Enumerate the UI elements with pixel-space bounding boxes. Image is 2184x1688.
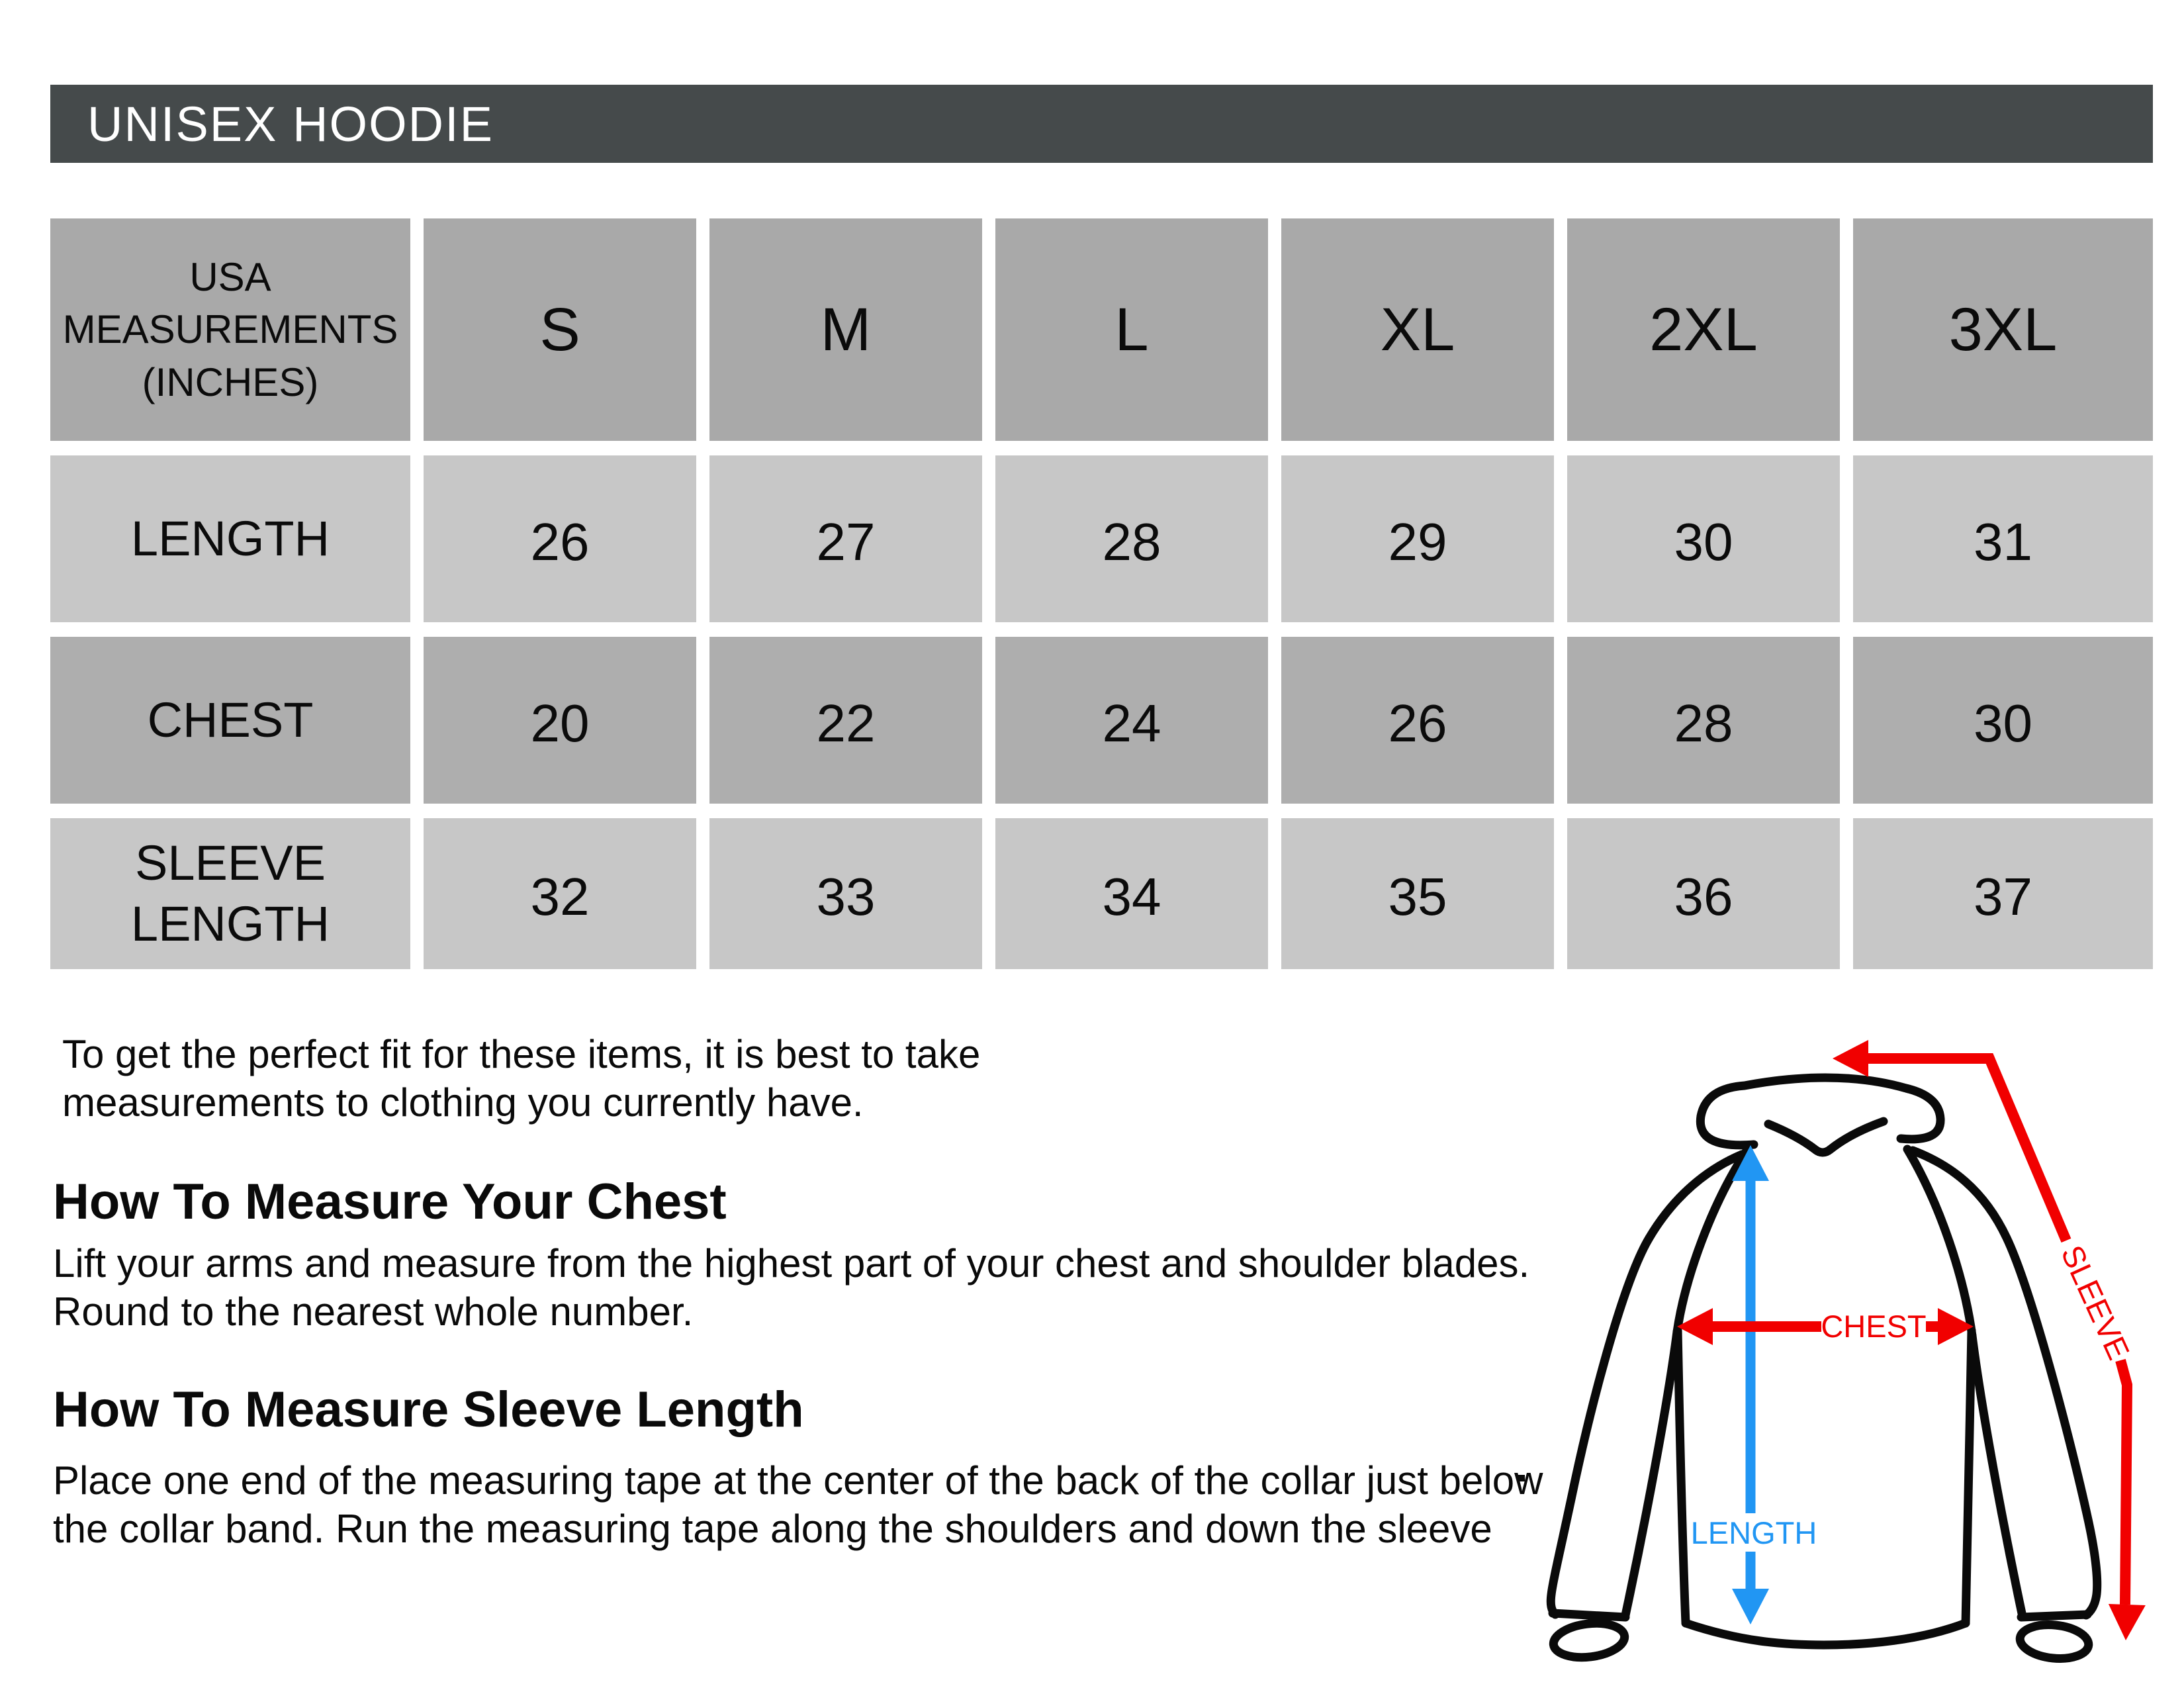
size-column-header-s: S [424,218,696,441]
sleeve-section-heading: How To Measure Sleeve Length [53,1382,804,1438]
sleeve-arrowhead-left-icon [1833,1040,1868,1077]
table-value-cell: 36 [1567,818,1840,969]
size-column-header-xl: XL [1281,218,1554,441]
table-value-cell: 20 [424,637,696,804]
table-corner-line: USA [189,255,271,300]
chest-label: CHEST [1821,1309,1926,1344]
sleeve-label: SLEEVE [2054,1240,2136,1364]
table-value-cell: 29 [1281,455,1554,622]
length-arrow: LENGTH [1689,1145,1819,1624]
sleeve-arrowhead-down-icon [2108,1604,2146,1640]
table-value-cell: 24 [995,637,1268,804]
hoodie-outline [1546,1073,2102,1663]
length-label: LENGTH [1691,1515,1817,1550]
table-value-cell: 35 [1281,818,1554,969]
page-title: UNISEX HOODIE [87,96,494,152]
chest-text-line1: Lift your arms and measure from the high… [53,1241,1530,1286]
table-value-cell: 33 [709,818,982,969]
size-column-header-2xl: 2XL [1567,218,1840,441]
table-corner-line: MEASUREMENTS [62,307,398,352]
chest-arrowhead-right-icon [1938,1308,1974,1345]
table-value-cell: 34 [995,818,1268,969]
row-label-chest: CHEST [50,637,410,804]
title-bar: UNISEX HOODIE [50,85,2153,163]
table-value-cell: 31 [1853,455,2153,622]
intro-note-line2: measurements to clothing you currently h… [62,1080,864,1125]
chest-arrow: CHEST [1677,1308,1974,1345]
table-corner-line: (INCHES) [142,359,319,404]
size-column-header-3xl: 3XL [1853,218,2153,441]
table-value-cell: 30 [1853,637,2153,804]
intro-note: To get the perfect fit for these items, … [62,1030,980,1127]
table-value-cell: 28 [1567,637,1840,804]
chest-section-heading: How To Measure Your Chest [53,1174,727,1230]
size-column-header-m: M [709,218,982,441]
sleeve-text-line1: Place one end of the measuring tape at t… [53,1458,1543,1503]
sleeve-text-line2: the collar band. Run the measuring tape … [53,1507,1492,1551]
intro-note-line1: To get the perfect fit for these items, … [62,1032,981,1076]
chest-section-text: Lift your arms and measure from the high… [53,1239,1529,1336]
sleeve-section-text: Place one end of the measuring tape at t… [53,1456,1543,1553]
table-value-cell: 26 [1281,637,1554,804]
table-value-cell: 26 [424,455,696,622]
table-value-cell: 30 [1567,455,1840,622]
length-arrowhead-up-icon [1732,1145,1769,1181]
chest-text-line2: Round to the nearest whole number. [53,1289,694,1334]
table-value-cell: 22 [709,637,982,804]
table-value-cell: 37 [1853,818,2153,969]
row-label-length: LENGTH [50,455,410,622]
table-corner-header: USA MEASUREMENTS (INCHES) [50,218,410,441]
table-value-cell: 28 [995,455,1268,622]
table-value-cell: 27 [709,455,982,622]
chest-arrowhead-left-icon [1677,1308,1713,1345]
ink-dot [1518,1475,1525,1481]
length-arrowhead-down-icon [1732,1589,1769,1624]
table-value-cell: 32 [424,818,696,969]
row-label-sleeve-length: SLEEVE LENGTH [50,818,410,969]
hoodie-measurement-diagram: LENGTH CHEST SLEEVE [1518,1040,2146,1663]
size-column-header-l: L [995,218,1268,441]
